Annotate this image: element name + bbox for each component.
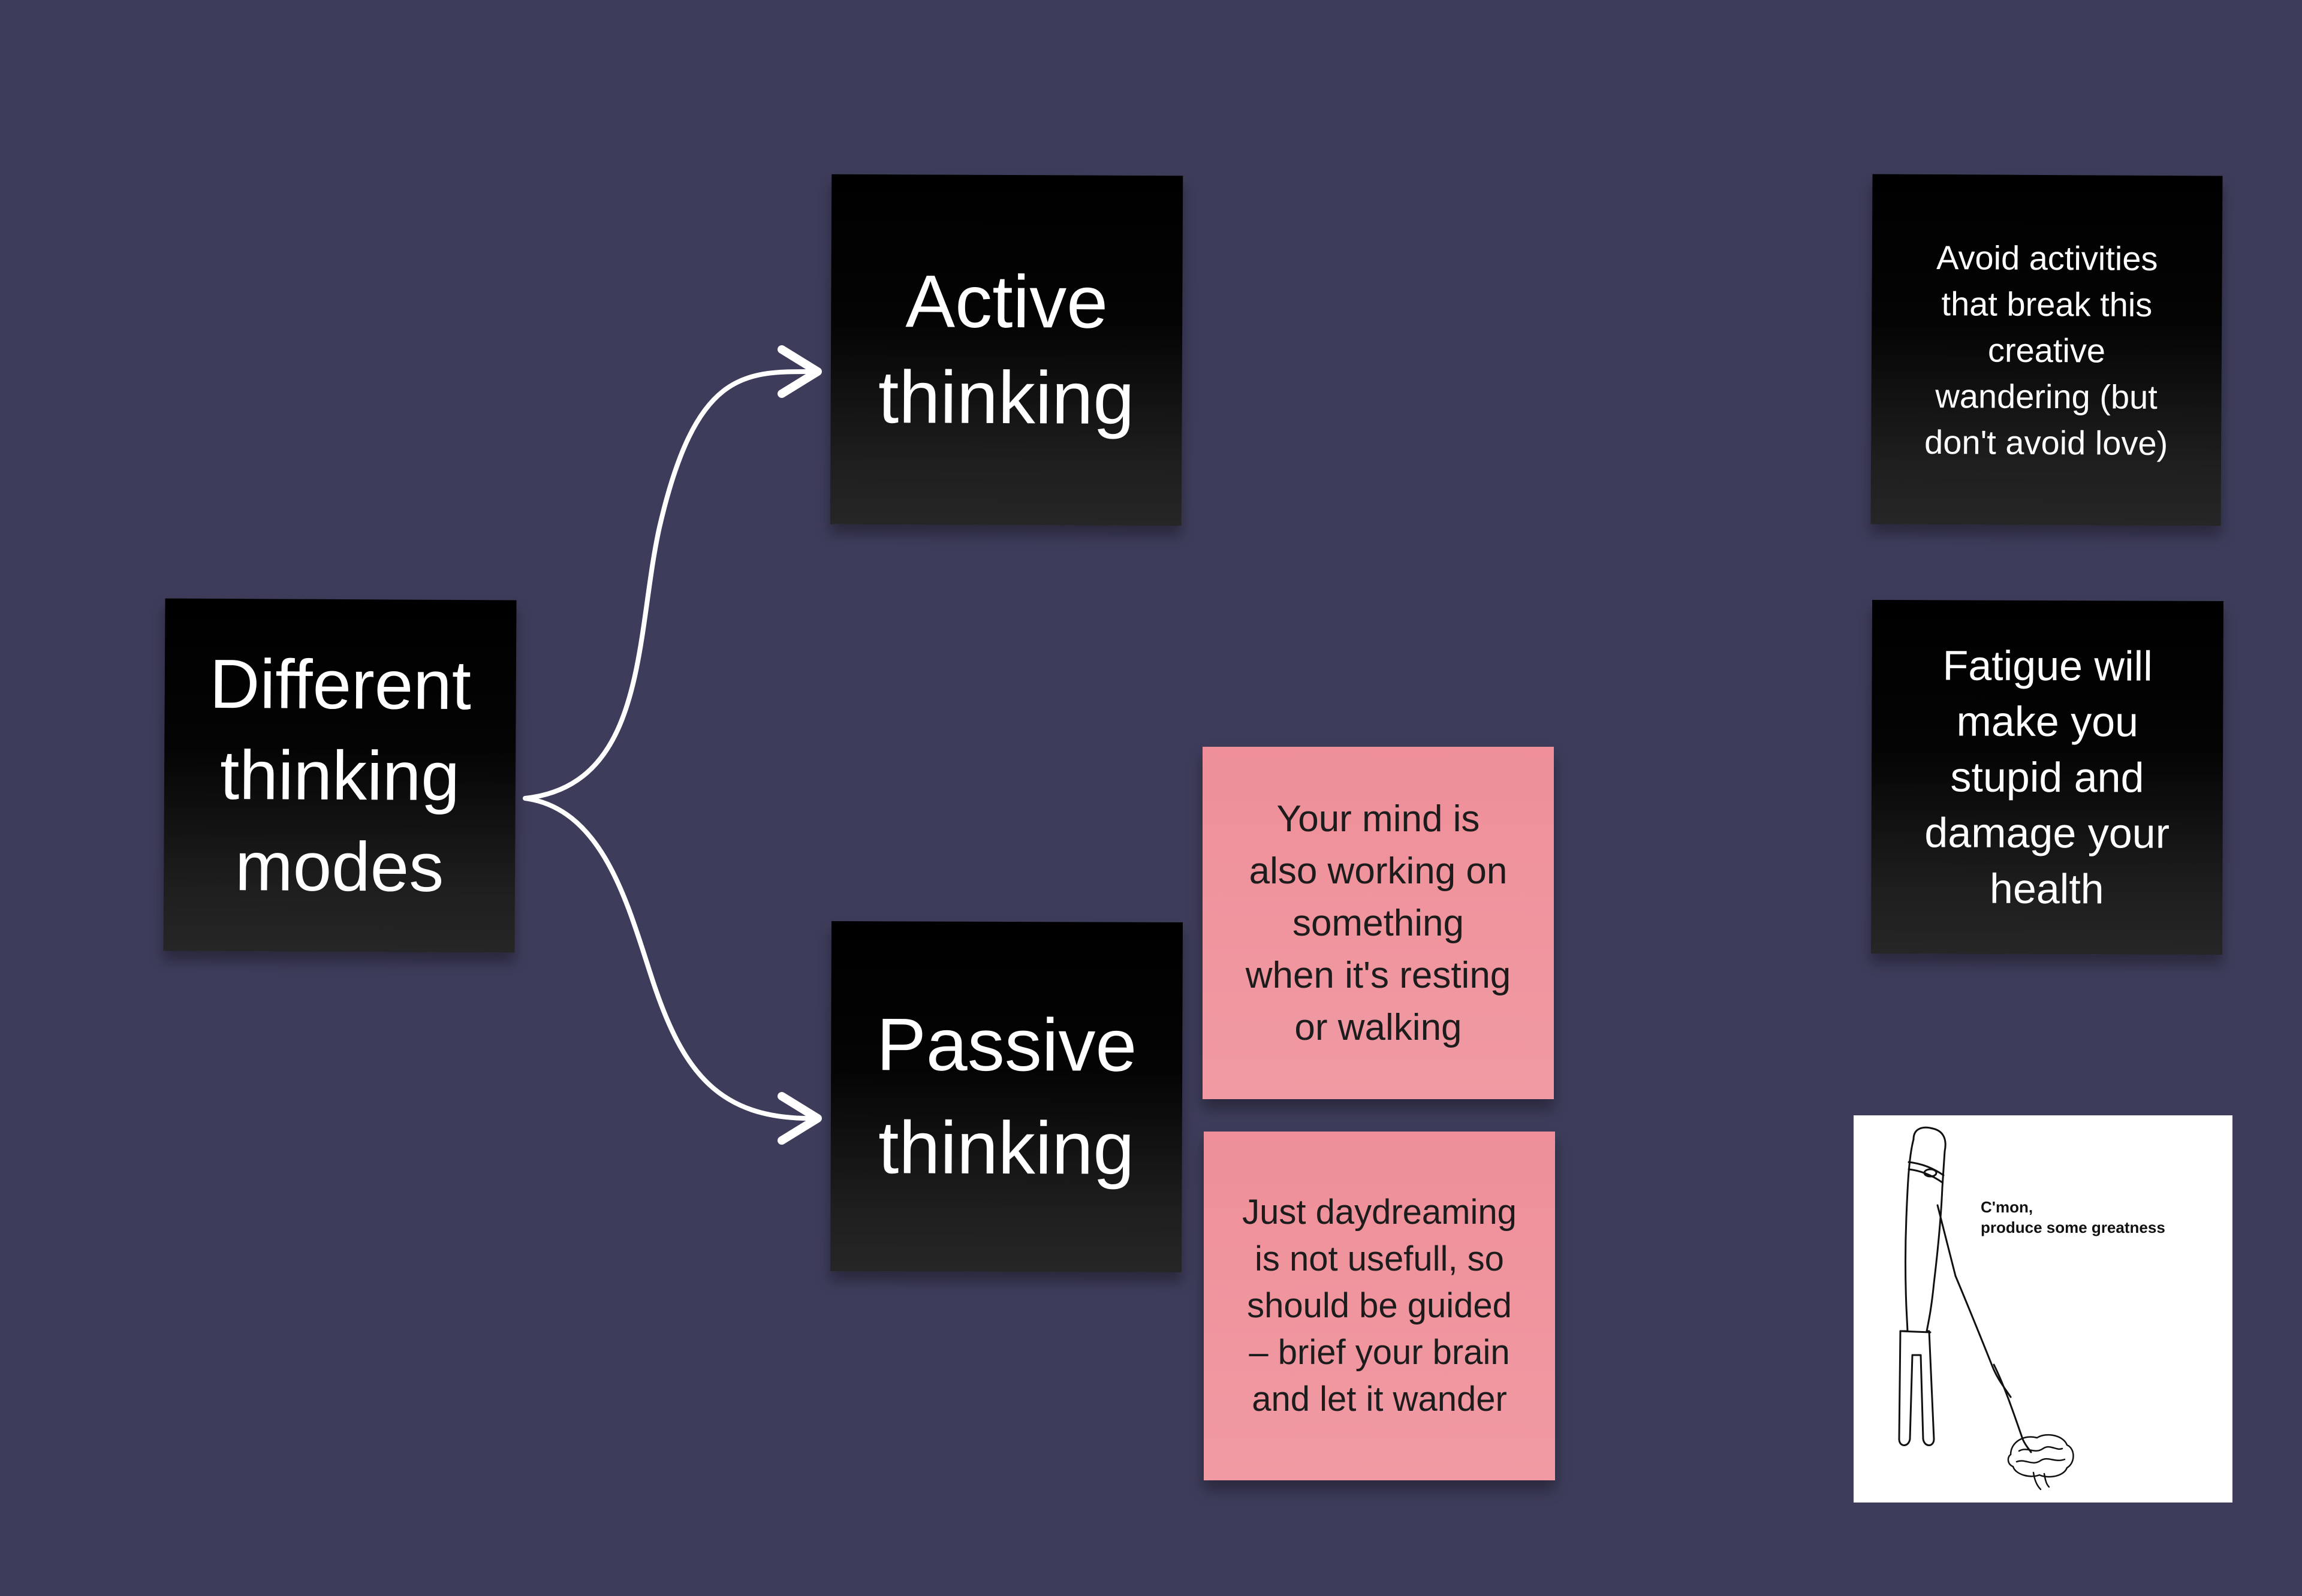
note-text: Just daydreaming is not usefull, so shou… <box>1242 1193 1517 1419</box>
sticky-note-passive-thinking[interactable]: Passive thinking <box>830 921 1183 1273</box>
meme-caption: C'mon, produce some greatness <box>1981 1198 2165 1236</box>
note-text: Different thinking modes <box>209 644 472 906</box>
arrowhead-passive-icon <box>778 1092 822 1145</box>
connector-to-passive-thinking[interactable] <box>523 796 813 1121</box>
arrowhead-active-icon <box>778 345 822 398</box>
note-text: Passive thinking <box>876 1003 1137 1190</box>
sticky-note-fatigue[interactable]: Fatigue will make you stupid and damage … <box>1870 599 2224 955</box>
stick-figure-icon <box>1898 1126 2074 1491</box>
connector-to-active-thinking[interactable] <box>523 369 813 801</box>
sticky-note-daydreaming[interactable]: Just daydreaming is not usefull, so shou… <box>1204 1132 1555 1480</box>
brain-icon <box>2007 1434 2074 1491</box>
note-text: Active thinking <box>878 260 1135 440</box>
note-text: Fatigue will make you stupid and damage … <box>1924 641 2170 912</box>
meme-image[interactable]: C'mon, produce some greatness <box>1854 1115 2232 1503</box>
sticky-note-active-thinking[interactable]: Active thinking <box>830 174 1183 526</box>
sticky-note-mind-working[interactable]: Your mind is also working on something w… <box>1203 747 1554 1099</box>
sticky-note-different-thinking-modes[interactable]: Different thinking modes <box>163 598 517 953</box>
note-text: Avoid activities that break this creativ… <box>1924 238 2168 462</box>
sticky-note-avoid-activities[interactable]: Avoid activities that break this creativ… <box>1870 174 2223 526</box>
note-text: Your mind is also working on something w… <box>1245 798 1511 1048</box>
